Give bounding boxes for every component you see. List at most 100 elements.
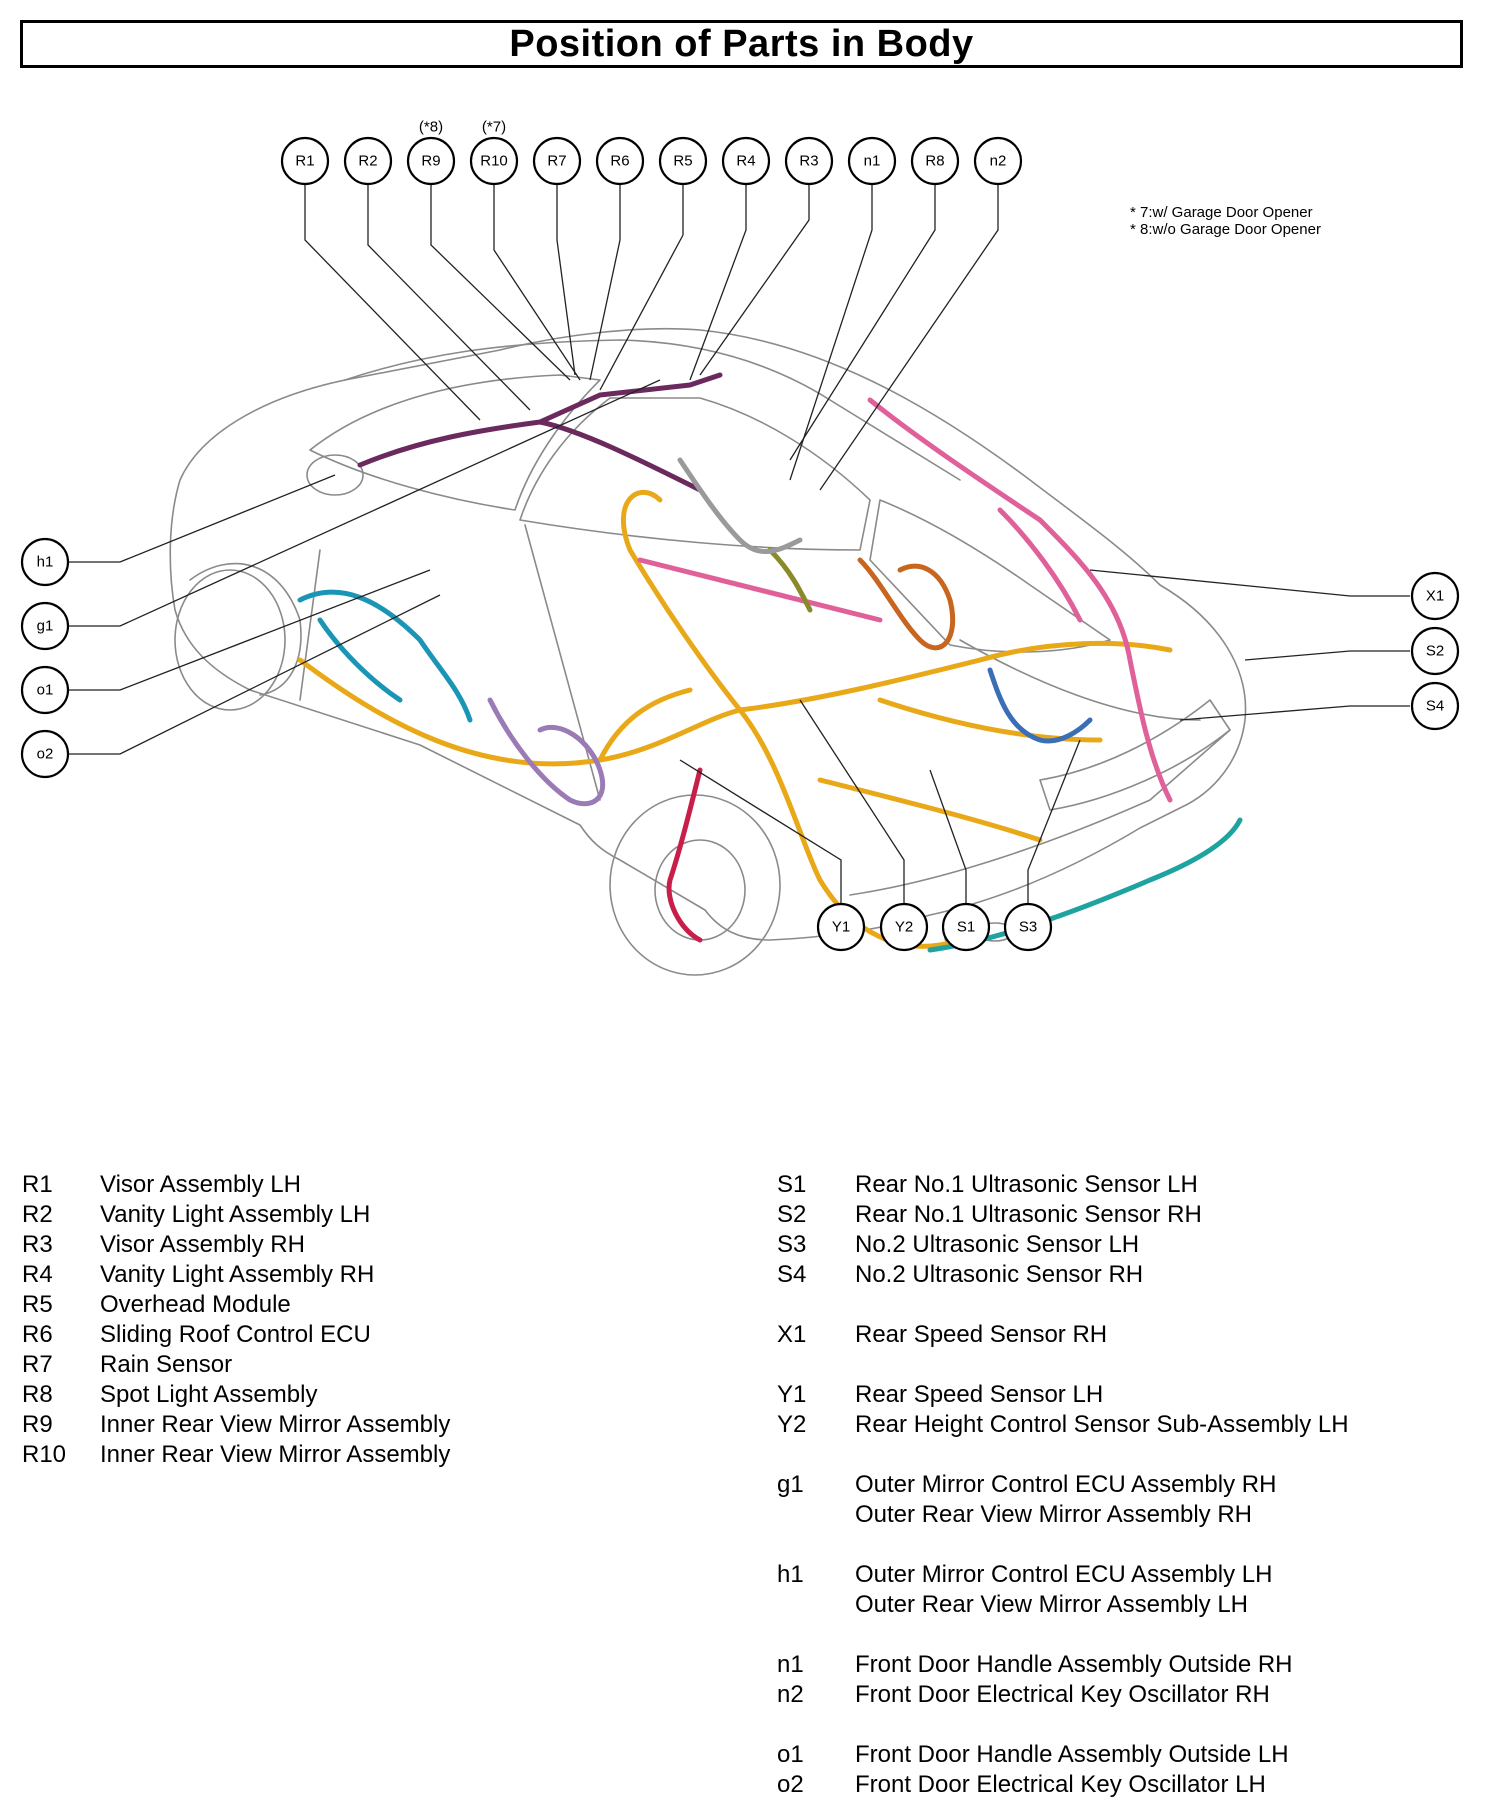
callout-label: R8 xyxy=(925,153,944,170)
legend-code: o1 xyxy=(777,1741,804,1768)
callout-R7[interactable]: R7 xyxy=(532,136,582,186)
callout-label: R10 xyxy=(480,153,508,170)
callout-n2[interactable]: n2 xyxy=(973,136,1023,186)
callout-label: R7 xyxy=(547,153,566,170)
leader-R8 xyxy=(789,185,936,461)
callout-label: o1 xyxy=(37,682,54,699)
leader-R4 xyxy=(689,185,747,381)
callout-R5[interactable]: R5 xyxy=(658,136,708,186)
legend-row: S4 No.2 Ultrasonic Sensor RH xyxy=(777,1260,1349,1290)
legend-row: S3 No.2 Ultrasonic Sensor LH xyxy=(777,1230,1349,1260)
legend-part-name: No.2 Ultrasonic Sensor LH xyxy=(855,1231,1140,1258)
callout-R9[interactable]: (*8) R9 xyxy=(406,119,456,186)
callout-g1[interactable]: g1 xyxy=(20,601,70,651)
legend-code: R2 xyxy=(22,1201,53,1228)
callout-R3[interactable]: R3 xyxy=(784,136,834,186)
callout-X1[interactable]: X1 xyxy=(1410,571,1460,621)
legend-code: o2 xyxy=(777,1771,804,1798)
callout-label: h1 xyxy=(37,554,54,571)
door-mirror xyxy=(306,454,364,496)
callout-label: R3 xyxy=(799,153,818,170)
callout-n1[interactable]: n1 xyxy=(847,136,897,186)
car-outline xyxy=(169,327,1247,976)
callout-S3[interactable]: S3 xyxy=(1003,902,1053,952)
callout-label: R1 xyxy=(295,153,314,170)
olive-harness xyxy=(767,547,813,613)
leader-h1 xyxy=(68,474,336,563)
callout-label: S2 xyxy=(1426,643,1444,660)
callout-R10[interactable]: (*7) R10 xyxy=(469,119,519,186)
callout-label: Y1 xyxy=(832,919,850,936)
note-garage-wo: * 8:w/o Garage Door Opener xyxy=(1130,221,1321,238)
callout-label: Y2 xyxy=(895,919,913,936)
leader-R3 xyxy=(699,185,810,376)
callout-S4[interactable]: S4 xyxy=(1410,681,1460,731)
callout-Y2[interactable]: Y2 xyxy=(879,902,929,952)
callout-label: R2 xyxy=(358,153,377,170)
title-box: Position of Parts in Body xyxy=(20,20,1463,68)
callout-S1[interactable]: S1 xyxy=(941,902,991,952)
leader-o2 xyxy=(68,594,441,755)
callout-label: R6 xyxy=(610,153,629,170)
legend-part-name: No.2 Ultrasonic Sensor RH xyxy=(855,1261,1144,1288)
note-garage-w: * 7:w/ Garage Door Opener xyxy=(1130,204,1313,221)
legend-part-name: Visor Assembly RH xyxy=(100,1231,305,1258)
trunk-line xyxy=(959,639,1201,721)
legend-code: n1 xyxy=(777,1651,804,1678)
legend-part-name: Rear Speed Sensor RH xyxy=(855,1321,1108,1348)
callout-o1[interactable]: o1 xyxy=(20,665,70,715)
legend-part-name: Vanity Light Assembly LH xyxy=(100,1201,371,1228)
legend-part-name: Inner Rear View Mirror Assembly xyxy=(100,1441,451,1468)
legend-code: R4 xyxy=(22,1261,53,1288)
legend-code: Y1 xyxy=(777,1381,807,1408)
legend-part-name: Front Door Electrical Key Oscillator RH xyxy=(855,1681,1270,1708)
leader-R1 xyxy=(304,185,481,421)
legend-code: X1 xyxy=(777,1321,807,1348)
callout-R1[interactable]: R1 xyxy=(280,136,330,186)
legend-part-name: Rear Height Control Sensor Sub-Assembly … xyxy=(855,1411,1349,1438)
callout-label: n1 xyxy=(864,153,881,170)
legend-code: g1 xyxy=(777,1471,804,1498)
leader-S2 xyxy=(1244,650,1410,661)
legend-part-name: Outer Rear View Mirror Assembly LH xyxy=(855,1591,1248,1618)
callouts: R1 R2 (*8) R9 (*7) R10 R7 R6 R5 xyxy=(20,119,1460,952)
legend-part-name: Rain Sensor xyxy=(100,1351,233,1378)
leader-lines xyxy=(68,185,1410,903)
leader-Y2 xyxy=(799,699,905,903)
door-line-rear xyxy=(524,524,601,801)
legend-part-name: Spot Light Assembly xyxy=(100,1381,318,1408)
door-line-front xyxy=(299,549,321,701)
callout-Y1[interactable]: Y1 xyxy=(816,902,866,952)
callout-R2[interactable]: R2 xyxy=(343,136,393,186)
callout-o2[interactable]: o2 xyxy=(20,729,70,779)
callout-label: g1 xyxy=(37,618,54,635)
roof-harness xyxy=(357,372,723,493)
callout-label: n2 xyxy=(990,153,1007,170)
pink-harness xyxy=(637,397,1173,803)
callout-label: S4 xyxy=(1426,698,1444,715)
lavender-harness xyxy=(487,697,606,807)
page-title: Position of Parts in Body xyxy=(509,22,974,65)
leader-g1 xyxy=(68,379,661,627)
callout-S2[interactable]: S2 xyxy=(1410,626,1460,676)
legend-code: S3 xyxy=(777,1231,807,1258)
legend-part-name: Outer Mirror Control ECU Assembly LH xyxy=(855,1561,1273,1588)
legend-code: S4 xyxy=(777,1261,807,1288)
callout-R4[interactable]: R4 xyxy=(721,136,771,186)
callout-R8[interactable]: R8 xyxy=(910,136,960,186)
cowl-harness-main xyxy=(297,489,1173,949)
callout-R6[interactable]: R6 xyxy=(595,136,645,186)
legend-code xyxy=(777,1500,855,1530)
callout-h1[interactable]: h1 xyxy=(20,537,70,587)
